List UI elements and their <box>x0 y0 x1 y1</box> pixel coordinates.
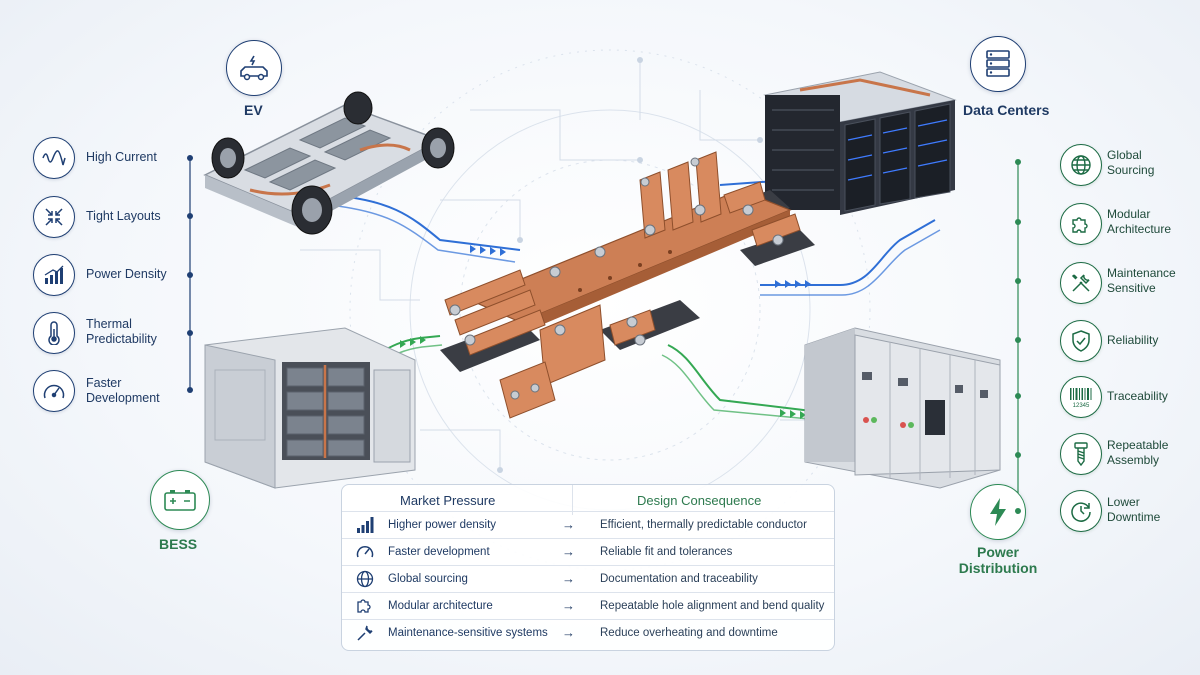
feature-global-sourcing: Global Sourcing <box>1107 148 1155 177</box>
wrench-icon <box>357 625 373 641</box>
compress-arrows-icon <box>33 196 75 238</box>
data-center-racks-illustration <box>763 71 957 215</box>
data-centers-label: Data Centers <box>963 102 1050 118</box>
consequence-cell: Reduce overheating and downtime <box>600 627 778 639</box>
bar-chart-up-icon <box>33 254 75 296</box>
bess-sector-icon <box>150 470 210 530</box>
waveform-icon <box>33 137 75 179</box>
feature-traceability: Traceability <box>1107 389 1168 403</box>
screw-icon <box>1060 433 1102 475</box>
pressure-cell: Faster development <box>388 546 490 558</box>
table-row: Modular architecture → Repeatable hole a… <box>342 592 834 620</box>
tools-icon <box>1060 262 1102 304</box>
feature-lower-downtime: Lower Downtime <box>1107 495 1161 524</box>
connector-dot <box>187 213 193 219</box>
connector-dot <box>1015 452 1021 458</box>
barcode-icon: 12345 <box>1060 376 1102 418</box>
car-icon <box>240 55 268 81</box>
header-market-pressure: Market Pressure <box>400 493 496 508</box>
header-design-consequence: Design Consequence <box>637 493 762 508</box>
connector-dot <box>1015 337 1021 343</box>
arrow-icon: → <box>562 598 575 613</box>
globe-icon <box>356 570 374 588</box>
connector-dot <box>187 272 193 278</box>
feature-maintenance-sensitive: Maintenance Sensitive <box>1107 266 1176 295</box>
connector-dot <box>1015 219 1021 225</box>
feature-repeatable-assembly: Repeatable Assembly <box>1107 438 1169 467</box>
connector-dot <box>187 155 193 161</box>
connector-dot <box>1015 508 1021 514</box>
thermometer-icon <box>33 312 75 354</box>
speedometer-icon <box>33 370 75 412</box>
ev-sector-icon <box>226 40 282 96</box>
consequence-cell: Efficient, thermally predictable conduct… <box>600 519 807 531</box>
ev-label: EV <box>244 102 263 118</box>
connector-dot <box>187 387 193 393</box>
arrow-icon: → <box>562 625 575 640</box>
feature-reliability: Reliability <box>1107 333 1159 347</box>
consequence-cell: Documentation and traceability <box>600 573 758 585</box>
feature-tight-layouts: Tight Layouts <box>86 209 161 223</box>
feature-power-density: Power Density <box>86 267 167 281</box>
barcode-number: 12345 <box>1073 403 1090 408</box>
shield-check-icon <box>1060 320 1102 362</box>
connector-dot <box>1015 393 1021 399</box>
connector-dot <box>187 330 193 336</box>
pressure-consequence-table: Market Pressure Design Consequence Highe… <box>341 484 835 651</box>
clock-icon <box>1060 490 1102 532</box>
puzzle-icon <box>357 599 371 613</box>
server-icon <box>986 50 1010 77</box>
table-row: Maintenance-sensitive systems → Reduce o… <box>342 619 834 647</box>
power-distribution-label: Power Distribution <box>958 544 1038 576</box>
consequence-cell: Repeatable hole alignment and bend quali… <box>600 600 825 612</box>
bess-label: BESS <box>159 536 198 552</box>
feature-faster-development: Faster Development <box>86 376 160 405</box>
data-centers-sector-icon <box>970 36 1026 92</box>
globe-icon <box>1060 144 1102 186</box>
connector-dot <box>1015 159 1021 165</box>
pressure-cell: Maintenance-sensitive systems <box>388 627 548 639</box>
bess-container-illustration <box>204 327 416 489</box>
pressure-cell: Global sourcing <box>388 573 468 585</box>
arrow-icon: → <box>562 544 575 559</box>
ev-flow-chevrons <box>470 245 506 256</box>
speedometer-icon <box>356 546 374 558</box>
feature-high-current: High Current <box>86 150 157 164</box>
arrow-icon: → <box>562 571 575 586</box>
table-row: Global sourcing → Documentation and trac… <box>342 565 834 593</box>
switchgear-cabinet-illustration <box>804 327 1001 489</box>
pressure-cell: Higher power density <box>388 519 497 531</box>
pressure-cell: Modular architecture <box>388 600 493 612</box>
puzzle-icon <box>1060 203 1102 245</box>
feature-thermal-predictability: Thermal Predictability <box>86 317 157 346</box>
connector-dot <box>1015 278 1021 284</box>
lightning-bolt-icon <box>990 498 1006 526</box>
table-row: Faster development → Reliable fit and to… <box>342 538 834 566</box>
battery-icon <box>164 490 196 511</box>
feature-modular-architecture: Modular Architecture <box>1107 207 1172 236</box>
arrow-icon: → <box>562 517 575 532</box>
ev-chassis-illustration <box>203 91 455 235</box>
copper-busbar-assembly <box>440 151 815 419</box>
table-row: Higher power density → Efficient, therma… <box>342 511 834 539</box>
consequence-cell: Reliable fit and tolerances <box>600 546 733 558</box>
bar-chart-icon <box>357 517 374 533</box>
